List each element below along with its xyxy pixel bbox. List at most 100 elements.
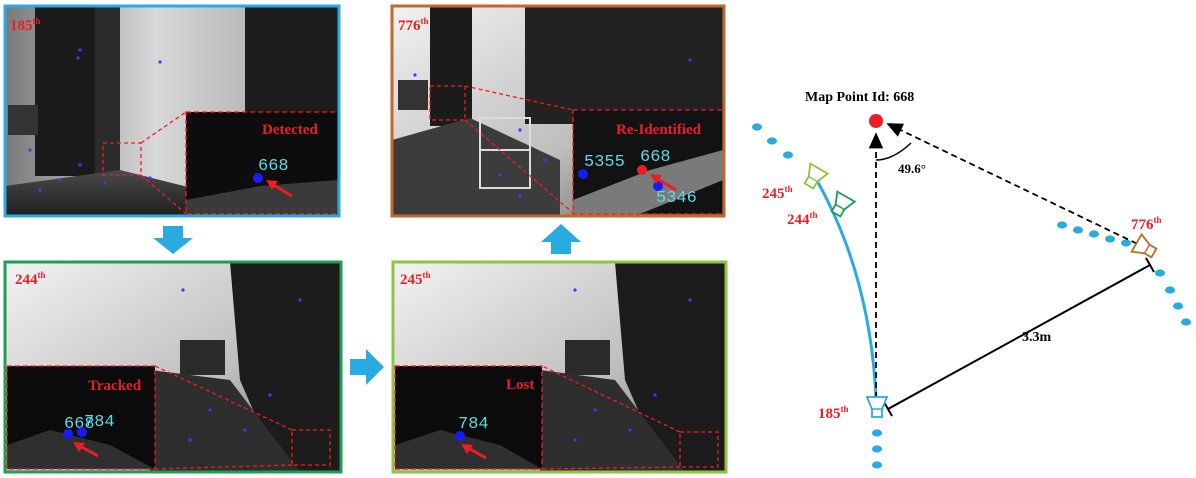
red-pointer-arrowhead (650, 174, 662, 184)
map-point-dot (253, 173, 263, 183)
red-pointer-arrow (655, 176, 677, 192)
camera-245 (803, 162, 830, 190)
feature-point (78, 163, 82, 167)
red-pointer-arrow (79, 444, 99, 458)
inset-point-id: 784 (84, 413, 115, 432)
panel-244-zoom-floor (7, 430, 155, 469)
panel-245-zoom-border (394, 365, 543, 470)
panel-244-monitor (180, 340, 225, 375)
map-point-dot (77, 427, 87, 437)
map-point-marker (869, 114, 883, 128)
flow-arrow-down (153, 226, 193, 254)
feature-point (573, 288, 577, 292)
panel-776-shelf (479, 117, 531, 189)
inset-point-id: 668 (258, 157, 289, 176)
panel-776-monitor (398, 80, 428, 110)
feature-point (688, 298, 692, 302)
feature-point (38, 188, 42, 192)
panel-245: 784 Lost 245th (391, 260, 728, 474)
panel-245-roi-box (679, 431, 719, 468)
trajectory-dot (872, 429, 882, 437)
panel-244: 668 784 Tracked 244th (3, 260, 343, 474)
flow-arrow-right (350, 349, 384, 385)
panel-776-roi-box (429, 85, 466, 121)
feature-point (28, 148, 32, 152)
frame-number: 776th (398, 16, 429, 34)
feature-point (688, 58, 692, 62)
feature-point (103, 181, 107, 185)
frame-number: 185th (10, 16, 41, 34)
zoom-connector (464, 119, 574, 214)
trajectory-dot (1105, 235, 1115, 243)
diagram-title: Map Point Id: 668 (805, 90, 914, 105)
map-point-dot (455, 431, 465, 441)
red-pointer-arrowhead (73, 442, 85, 452)
trajectory-dot (872, 461, 882, 469)
feature-point (628, 428, 632, 432)
camera-776 (1130, 232, 1158, 259)
geometry-diagram: Map Point Id: 668 49.6° (752, 90, 1191, 469)
panel-185-curtain-right (245, 6, 339, 118)
panel-185: 668 Detected 185th (3, 4, 341, 218)
panel-776-curtain-right (525, 6, 724, 124)
panel-244-roi-box (291, 429, 331, 466)
zoom-connector (541, 466, 681, 470)
feature-point (498, 173, 502, 177)
feature-point (78, 48, 82, 52)
zoom-connector (154, 365, 293, 431)
ray-776-to-point (886, 123, 1147, 249)
camera-244 (830, 190, 857, 218)
camera-185 (865, 396, 889, 418)
feature-point (298, 298, 302, 302)
panel-776-border (390, 4, 726, 218)
feature-point (268, 393, 272, 397)
status-label: Lost (506, 377, 534, 393)
trajectory-dot (1121, 239, 1131, 247)
status-label: Re-Identified (616, 122, 702, 138)
trajectory-dot (1181, 318, 1191, 326)
trajectory-dot (1165, 286, 1175, 294)
camera-label-776: 776th (1131, 215, 1162, 233)
inset-point-id: 668 (64, 415, 95, 434)
feature-point (518, 128, 522, 132)
inset-point-id: 5346 (656, 189, 697, 208)
inset-point-id: 784 (458, 415, 489, 434)
panel-185-desk (8, 105, 38, 135)
trajectory-dot (1173, 302, 1183, 310)
status-label: Detected (262, 122, 318, 138)
panel-245-floor (540, 370, 685, 472)
distance-line (887, 264, 1151, 410)
frame-number: 245th (400, 270, 431, 288)
map-point-dot (63, 429, 73, 439)
feature-point (518, 194, 522, 198)
camera-label-185: 185th (818, 404, 849, 422)
trajectory-dot (767, 137, 777, 145)
red-pointer-arrow (271, 182, 293, 198)
panel-776-zoom-shelf (573, 150, 723, 214)
panel-776-curtain-left (430, 6, 472, 126)
feature-point (243, 428, 247, 432)
camera-label-245: 245th (762, 184, 793, 202)
zoom-connector (541, 365, 681, 433)
panel-776: 5355 668 5346 Re-Identified 776th (390, 4, 726, 218)
trajectory-dot (783, 151, 793, 159)
distance-label: 3.3m (1022, 330, 1052, 345)
trajectory-dot (872, 445, 882, 453)
map-point-dot (578, 169, 588, 179)
panel-185-curtain-left (35, 6, 95, 176)
panel-776-floor (392, 118, 560, 216)
trajectory-dot (1073, 226, 1083, 234)
panel-185-zoom-floor (186, 180, 338, 214)
feature-point (158, 60, 162, 64)
panel-185-curtain-fold (95, 6, 120, 176)
feature-point (413, 73, 417, 77)
feature-point (543, 158, 547, 162)
zoom-connector (140, 111, 187, 144)
red-pointer-arrow (467, 446, 487, 460)
panel-185-border (3, 4, 341, 218)
frame-number: 244th (15, 270, 46, 288)
map-point-dot-reidentified (637, 165, 647, 175)
panel-244-border (3, 260, 343, 474)
panel-245-border (391, 260, 728, 474)
trajectory-dot (752, 123, 762, 131)
